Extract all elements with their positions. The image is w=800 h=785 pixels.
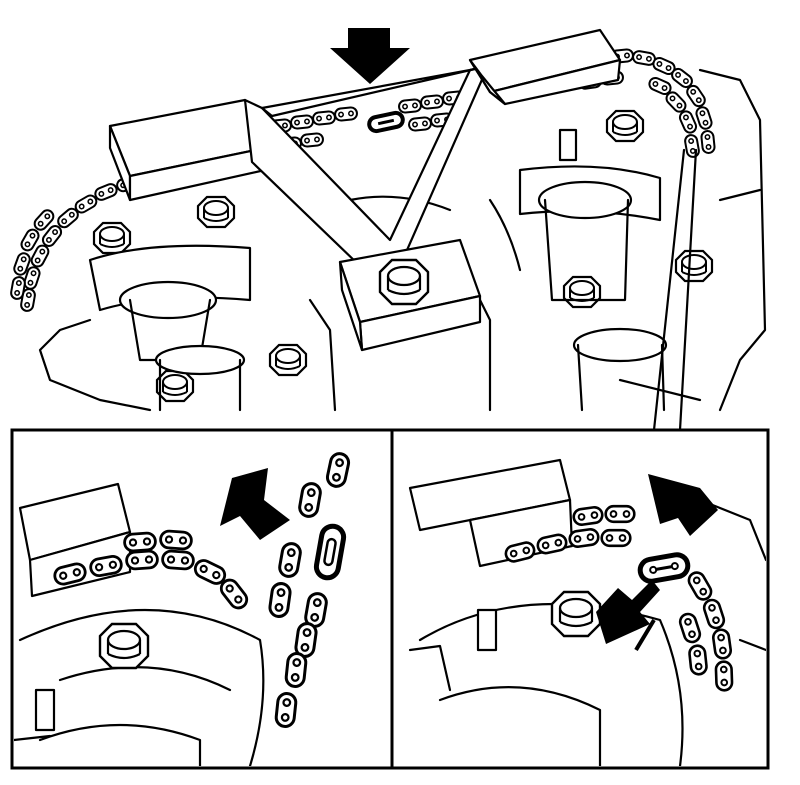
marked-chain-link-icon — [313, 523, 347, 581]
marked-chain-link-icon — [637, 552, 691, 584]
detail-right-view — [390, 428, 770, 770]
left-camshaft-icon — [88, 244, 252, 412]
marked-chain-link-icon — [367, 110, 405, 134]
bolt-icon — [550, 590, 602, 638]
center-bolt-icon — [378, 258, 430, 306]
bolt-icon — [562, 275, 602, 309]
pointer-arrow-icon — [596, 580, 660, 652]
pointer-arrow-icon — [648, 474, 718, 536]
sprocket-icon — [18, 609, 265, 766]
pointer-arrow-icon — [220, 468, 290, 540]
overview-view — [9, 28, 767, 432]
bolt-icon — [268, 343, 308, 377]
bolt-icon — [98, 622, 150, 670]
cylinder-head-outline — [38, 68, 767, 412]
upper-timing-chain — [267, 89, 467, 153]
callout-line — [652, 148, 686, 432]
pointer-arrow-icon — [330, 28, 410, 84]
bolt-icon — [92, 221, 132, 255]
bolt-icon — [605, 109, 645, 143]
detail-left-view — [10, 428, 394, 770]
right-camshaft-icon — [518, 128, 668, 412]
bolt-icon — [155, 369, 195, 403]
bolt-icon — [674, 249, 714, 283]
camshaft-holding-tool — [108, 28, 622, 352]
bolt-icon — [196, 195, 236, 229]
